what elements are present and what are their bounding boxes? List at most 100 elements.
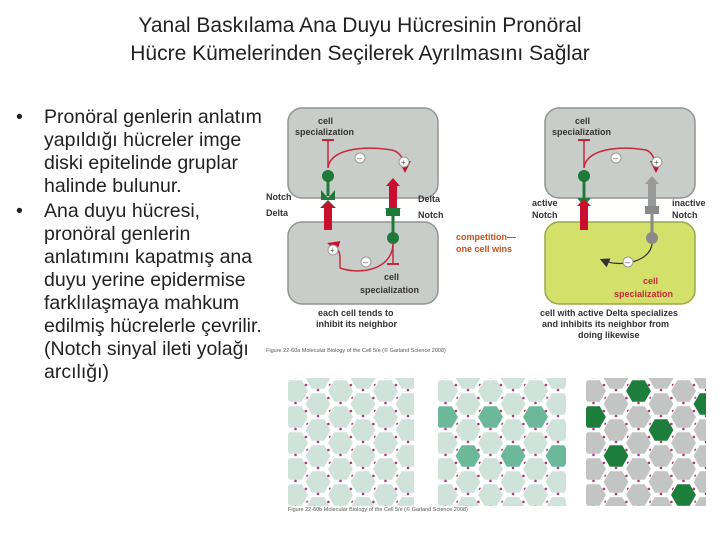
inhibit-marker: [456, 422, 459, 426]
inhibit-marker: [693, 514, 696, 517]
inhibit-marker: [692, 383, 696, 387]
hex-cell: [394, 392, 414, 416]
inhibit-marker: [327, 396, 330, 400]
hex-cell: [371, 483, 400, 506]
hex-cell: [305, 496, 331, 506]
inhibit-marker: [671, 383, 675, 387]
hex-cell: [350, 341, 376, 364]
hex-cell: [624, 379, 653, 403]
inhibit-marker: [329, 514, 332, 517]
inhibit-marker: [614, 414, 618, 418]
right-caption-3: doing likewise: [578, 330, 640, 340]
inhibit-marker: [637, 378, 640, 379]
inhibit-marker: [432, 475, 435, 478]
inhibit-marker: [614, 388, 618, 392]
inhibit-marker: [489, 427, 492, 431]
hex-cell: [454, 378, 482, 390]
inhibit-marker: [604, 422, 607, 426]
hex-cell: [586, 483, 608, 506]
inhibit-marker: [284, 358, 287, 361]
inhibit-marker: [558, 384, 561, 387]
inhibit-marker: [374, 514, 377, 517]
left-bottom-label-2: specialization: [360, 285, 419, 295]
hex-cell: [394, 444, 414, 468]
inhibit-marker: [272, 415, 275, 418]
inhibit-marker: [582, 514, 585, 517]
inhibit-marker: [544, 487, 548, 491]
inhibit-marker: [327, 448, 330, 452]
bullet-dot: •: [16, 200, 23, 222]
inhibit-marker: [489, 505, 492, 506]
hex-cell: [454, 418, 482, 442]
hex-cell: [624, 431, 653, 455]
hex-cell: [568, 484, 594, 507]
bullet-item: •Ana duyu hücresi, pronöral genlerin anl…: [14, 200, 274, 384]
minus-marker: [610, 152, 622, 164]
inhibit-marker: [604, 396, 607, 400]
hex-cell: [394, 470, 414, 494]
inhibit-marker: [625, 448, 628, 452]
inhibit-marker: [316, 492, 320, 496]
inhibit-marker: [361, 492, 365, 496]
minus-marker: [360, 256, 372, 268]
plus-marker: [327, 244, 339, 256]
bullet-item: •Pronöral genlerin anlatım yapıldığı hüc…: [14, 106, 274, 198]
inhibit-marker: [567, 475, 570, 478]
inhibit-marker: [534, 505, 537, 506]
inhibit-marker: [511, 440, 515, 444]
hex-cell: [260, 471, 286, 494]
inhibit-marker: [373, 435, 377, 439]
inhibit-marker: [672, 514, 675, 517]
inhibit-marker: [626, 487, 630, 491]
inhibit-marker: [272, 467, 275, 470]
inhibit-marker: [717, 488, 720, 491]
inhibit-marker: [625, 396, 628, 400]
inhibit-marker: [582, 436, 585, 439]
inhibit-marker: [660, 337, 663, 340]
inhibit-marker: [304, 461, 308, 465]
inhibit-marker: [351, 527, 354, 530]
inhibit-marker: [602, 435, 606, 439]
inhibit-marker: [692, 461, 696, 465]
inhibit-marker: [580, 475, 583, 478]
inhibit-marker: [396, 396, 399, 400]
inhibit-marker: [659, 466, 663, 470]
inhibit-marker: [704, 414, 706, 418]
inhibit-marker: [602, 409, 606, 413]
hex-cell: [410, 367, 436, 390]
hex-cell: [476, 457, 505, 481]
inhibit-marker: [328, 461, 332, 465]
inhibit-marker: [272, 493, 275, 496]
inhibit-marker: [625, 474, 628, 478]
hex-cell: [349, 392, 377, 416]
inhibit-marker: [694, 448, 697, 452]
hex-cell: [499, 392, 527, 416]
inhibit-marker: [499, 435, 503, 439]
inhibit-marker: [372, 448, 375, 452]
inhibit-marker: [395, 514, 398, 517]
inhibit-marker: [582, 462, 585, 465]
inhibit-marker: [580, 501, 583, 504]
hex-cell: [283, 354, 309, 377]
inhibit-marker: [603, 358, 606, 361]
inhibit-marker: [523, 461, 527, 465]
inhibit-marker: [432, 501, 435, 504]
inhibit-marker: [659, 388, 663, 392]
inhibit-marker: [374, 358, 377, 361]
slide-title: Yanal Baskılama Ana Duyu Hücresinin Pron…: [0, 12, 720, 68]
inhibit-marker: [434, 384, 437, 387]
inhibit-marker: [284, 488, 287, 491]
hex-cell: [568, 380, 594, 403]
inhibit-marker: [444, 401, 447, 405]
inhibit-marker: [670, 527, 673, 530]
hex-cell: [692, 392, 706, 416]
hex-cell: [500, 341, 526, 364]
inhibit-marker: [422, 467, 425, 470]
inhibit-marker: [444, 427, 447, 431]
inhibit-marker: [327, 474, 330, 478]
inhibit-marker: [350, 514, 353, 517]
hex-cell: [586, 405, 608, 429]
left-top-cell: [287, 107, 439, 199]
inhibit-marker: [306, 527, 309, 530]
inhibit-marker: [501, 422, 504, 426]
